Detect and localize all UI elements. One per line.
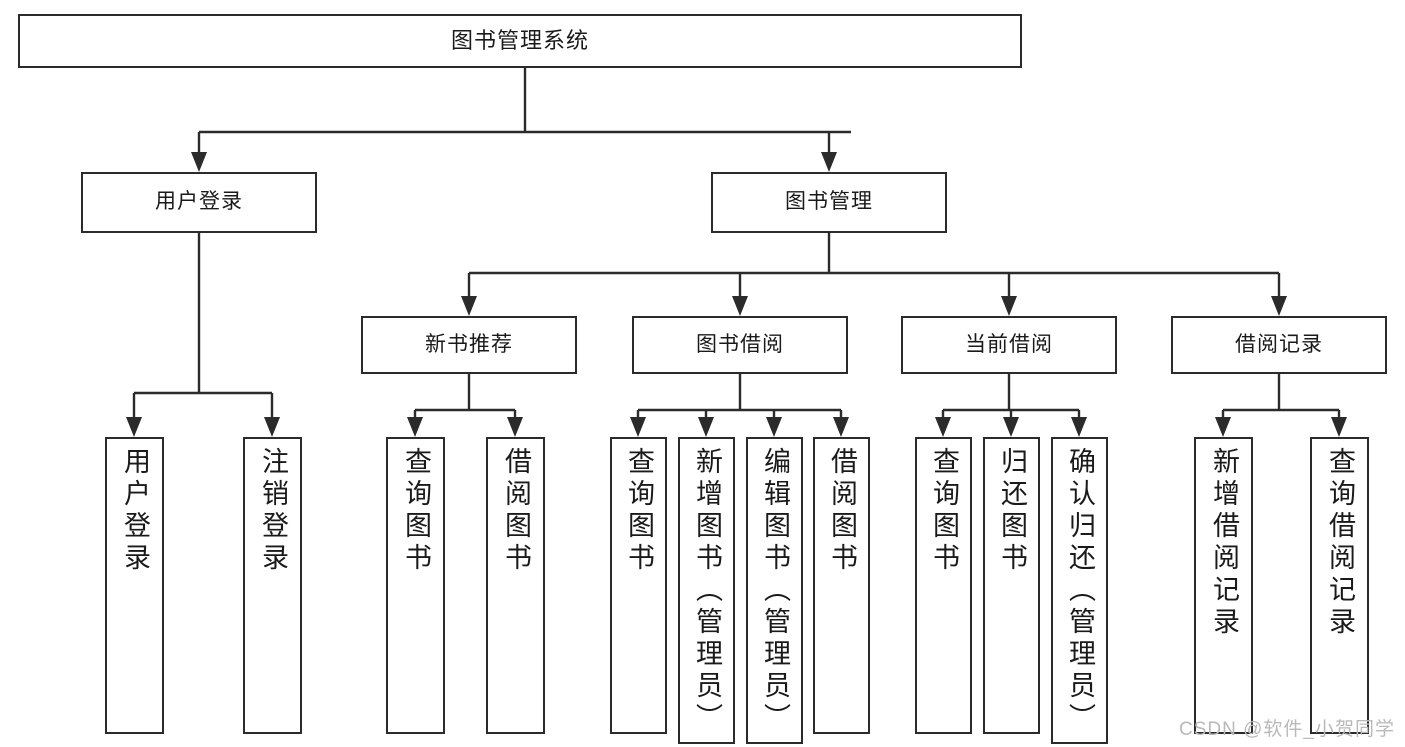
arrowhead-leaf-edit-book [766,417,782,437]
node-root-label: 图书管理系统 [450,28,589,54]
arrowhead-current-borrow [1001,296,1017,316]
arrowhead-book-manage [821,152,837,172]
node-user-login[interactable]: 用户登录 [81,172,317,233]
node-leaf-user-login-label: 用户登录 [120,447,150,575]
arrowhead-borrow-record [1271,296,1287,316]
node-leaf-borrow-book-1-label: 借阅图书 [501,447,531,575]
arrowhead-leaf-user-login [126,417,142,437]
node-leaf-query-book-2-label: 查询图书 [624,447,654,575]
node-leaf-confirm-return-label: 确认归还（管理员） [1065,447,1095,735]
arrowhead-leaf-add-record [1215,417,1231,437]
arrowhead-leaf-borrow-book-2 [833,417,849,437]
node-leaf-query-record-label: 查询借阅记录 [1325,447,1355,639]
node-leaf-add-book-label: 新增图书（管理员） [692,447,722,735]
node-current-borrow-label: 当前借阅 [965,332,1053,356]
node-leaf-user-logout[interactable]: 注销登录 [243,437,302,734]
arrowhead-leaf-confirm-return [1071,417,1087,437]
arrowhead-new-book-recommend [461,296,477,316]
arrowhead-leaf-query-book-3 [935,417,951,437]
node-leaf-query-record[interactable]: 查询借阅记录 [1310,437,1369,734]
node-leaf-user-login[interactable]: 用户登录 [105,437,164,734]
node-leaf-borrow-book-1[interactable]: 借阅图书 [486,437,545,734]
node-borrow-record-label: 借阅记录 [1235,332,1323,356]
node-book-borrow-label: 图书借阅 [696,332,784,356]
node-leaf-add-book[interactable]: 新增图书（管理员） [678,437,735,744]
node-leaf-query-book-3[interactable]: 查询图书 [915,437,972,734]
node-book-manage-label: 图书管理 [785,190,873,214]
node-current-borrow[interactable]: 当前借阅 [901,316,1117,374]
node-leaf-query-book-2[interactable]: 查询图书 [610,437,667,734]
arrowhead-user-login [191,152,207,172]
arrowhead-leaf-return-book [1003,417,1019,437]
node-user-login-label: 用户登录 [155,190,243,214]
arrowhead-leaf-query-book-1 [407,417,423,437]
arrowhead-leaf-user-logout [264,417,280,437]
node-root[interactable]: 图书管理系统 [18,14,1022,68]
node-leaf-return-book-label: 归还图书 [997,447,1027,575]
arrowhead-leaf-add-book [698,417,714,437]
arrowhead-book-borrow [732,296,748,316]
arrowhead-leaf-query-book-2 [630,417,646,437]
node-leaf-add-record[interactable]: 新增借阅记录 [1194,437,1253,734]
node-leaf-borrow-book-2-label: 借阅图书 [827,447,857,575]
node-leaf-user-logout-label: 注销登录 [258,447,288,575]
node-leaf-borrow-book-2[interactable]: 借阅图书 [813,437,870,734]
node-new-book-recommend[interactable]: 新书推荐 [361,316,577,374]
node-leaf-add-record-label: 新增借阅记录 [1209,447,1239,639]
node-leaf-query-book-1[interactable]: 查询图书 [386,437,445,734]
node-book-manage[interactable]: 图书管理 [711,172,947,233]
node-leaf-query-book-3-label: 查询图书 [929,447,959,575]
node-new-book-recommend-label: 新书推荐 [425,332,513,356]
node-leaf-confirm-return[interactable]: 确认归还（管理员） [1051,437,1108,744]
node-leaf-return-book[interactable]: 归还图书 [983,437,1040,734]
node-leaf-query-book-1-label: 查询图书 [401,447,431,575]
node-leaf-edit-book[interactable]: 编辑图书（管理员） [746,437,803,744]
watermark: CSDN @软件_小贺同学 [1179,719,1395,740]
arrowhead-leaf-query-record [1331,417,1347,437]
node-borrow-record[interactable]: 借阅记录 [1171,316,1387,374]
node-leaf-edit-book-label: 编辑图书（管理员） [760,447,790,735]
node-book-borrow[interactable]: 图书借阅 [632,316,848,374]
arrowhead-leaf-borrow-book-1 [507,417,523,437]
